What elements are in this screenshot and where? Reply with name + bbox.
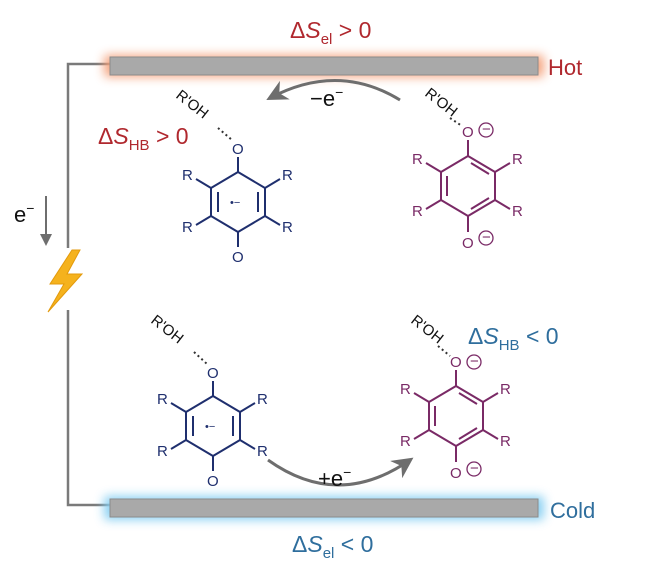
delta-s-hb-hot: ΔSHB > 0 <box>98 123 189 154</box>
svg-text:R: R <box>182 167 193 184</box>
svg-text:O: O <box>462 124 474 141</box>
charge-bottom-o2: − <box>466 460 482 477</box>
svg-text:R: R <box>157 443 168 460</box>
plus-e-label: +e− <box>318 464 351 491</box>
svg-text:−: − <box>482 121 491 138</box>
quinone-radical-bottom-atoms: O O R R R R •− <box>157 365 268 490</box>
svg-text:R: R <box>282 167 293 184</box>
charge-bottom-o1: − <box>466 353 482 370</box>
oxidation-arrow <box>266 79 401 102</box>
svg-text:R: R <box>182 219 193 236</box>
quinone-radical-top <box>195 157 281 247</box>
quinone-radical-bottom <box>170 381 256 471</box>
charge-top-o2: − <box>478 229 494 246</box>
delta-s-el-cold: ΔSel < 0 <box>292 531 373 562</box>
svg-text:R: R <box>500 433 511 450</box>
svg-text:R: R <box>257 391 268 408</box>
hydrogen-bond-top-right: R'OH <box>422 85 463 127</box>
svg-text:R: R <box>500 381 511 398</box>
electron-flow-arrow <box>40 196 52 246</box>
dianion-bottom <box>413 370 499 462</box>
svg-text:R: R <box>400 433 411 450</box>
svg-text:O: O <box>450 354 462 371</box>
dianion-top <box>425 140 511 232</box>
svg-text:R: R <box>157 391 168 408</box>
svg-text:R: R <box>282 219 293 236</box>
svg-text:−: − <box>482 229 491 246</box>
hot-electrode <box>109 56 539 76</box>
svg-text:−: − <box>470 460 479 477</box>
svg-text:•−: •− <box>205 421 215 433</box>
svg-text:R'OH: R'OH <box>173 87 212 123</box>
delta-s-el-hot: ΔSel > 0 <box>290 17 371 48</box>
cold-electrode <box>109 498 539 518</box>
svg-text:R'OH: R'OH <box>422 85 461 121</box>
quinone-radical-top-atoms: O O R R R R •− <box>182 141 293 266</box>
hydrogen-bond-bottom-right: R'OH <box>408 312 451 357</box>
svg-text:R: R <box>412 151 423 168</box>
charge-top-o1: − <box>478 121 494 138</box>
svg-text:R'OH: R'OH <box>408 312 447 348</box>
svg-text:O: O <box>450 465 462 482</box>
svg-text:O: O <box>462 235 474 252</box>
svg-text:R: R <box>512 203 523 220</box>
delta-s-hb-cold: ΔSHB < 0 <box>468 323 559 354</box>
svg-text:O: O <box>207 365 219 382</box>
hydrogen-bond-bottom-left: R'OH <box>148 312 208 365</box>
dianion-top-atoms: O O R R R R <box>412 124 523 252</box>
cold-label: Cold <box>550 498 595 523</box>
svg-text:−: − <box>470 353 479 370</box>
svg-text:O: O <box>232 249 244 266</box>
svg-text:R: R <box>412 203 423 220</box>
svg-text:O: O <box>232 141 244 158</box>
svg-text:•−: •− <box>230 197 240 209</box>
electron-flow-label: e− <box>14 200 34 227</box>
svg-text:O: O <box>207 473 219 490</box>
minus-e-label: −e− <box>310 84 343 111</box>
lightning-bolt-icon <box>47 248 84 313</box>
svg-text:R'OH: R'OH <box>148 312 187 348</box>
svg-text:R: R <box>400 381 411 398</box>
svg-text:R: R <box>257 443 268 460</box>
hot-label: Hot <box>548 55 582 80</box>
dianion-bottom-atoms: O O R R R R <box>400 354 511 482</box>
reduction-arrow <box>267 457 414 487</box>
svg-text:R: R <box>512 151 523 168</box>
